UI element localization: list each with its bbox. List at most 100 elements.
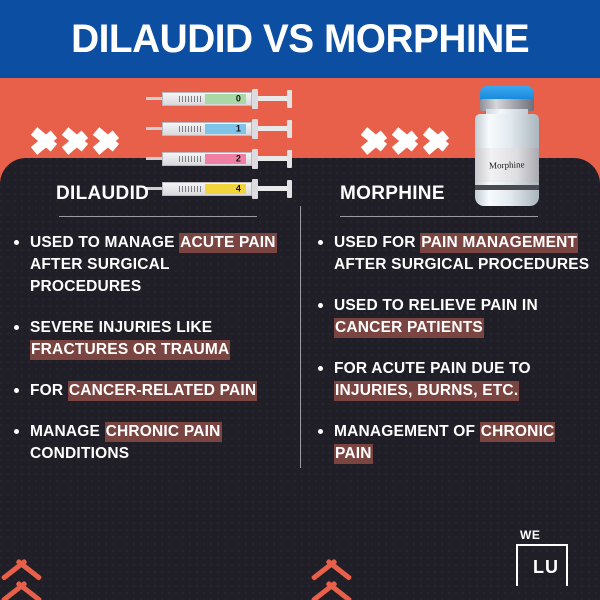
- morphine-vial-image: Morphine: [466, 86, 548, 208]
- syringe-dose: 0: [235, 94, 241, 104]
- divider-rule-left: [59, 216, 257, 217]
- highlighted-term: CANCER PATIENTS: [334, 318, 484, 338]
- plain-text: USED FOR: [334, 234, 421, 251]
- plain-text: AFTER SURGICAL PROCEDURES: [334, 256, 590, 273]
- highlighted-term: FRACTURES OR TRAUMA: [30, 340, 231, 360]
- bullet-dot-icon: [318, 366, 323, 371]
- list-item-text: MANAGE CHRONIC PAIN CONDITIONS: [30, 421, 284, 465]
- syringe-thumb-rest: [287, 180, 292, 198]
- vial-band: [475, 185, 539, 190]
- list-item: USED TO MANAGE ACUTE PAIN AFTER SURGICAL…: [14, 232, 284, 298]
- list-item-text: USED TO MANAGE ACUTE PAIN AFTER SURGICAL…: [30, 232, 284, 298]
- syringe-barcode: [178, 96, 204, 102]
- bullet-dot-icon: [318, 240, 323, 245]
- syringe-dose: 1: [235, 124, 241, 134]
- bullet-list-morphine: USED FOR PAIN MANAGEMENT AFTER SURGICAL …: [318, 232, 590, 484]
- double-chevron-up-icon-left: [0, 550, 46, 594]
- highlighted-term: ACUTE PAIN: [179, 233, 277, 253]
- syringe-dose: 4: [235, 184, 241, 194]
- chevron-right-icon: [34, 118, 60, 164]
- highlighted-term: PAIN MANAGEMENT: [420, 233, 579, 253]
- syringe-barcode: [178, 156, 204, 162]
- chevron-right-icon: [65, 118, 91, 164]
- vial-cap: [480, 86, 534, 102]
- plain-text: MANAGEMENT OF: [334, 423, 480, 440]
- syringe-flange: [252, 89, 258, 109]
- plain-text: AFTER SURGICAL PROCEDURES: [30, 256, 170, 295]
- vial-neck: [486, 109, 528, 117]
- chevron-right-icon: [364, 118, 390, 164]
- syringe-flange: [252, 179, 258, 199]
- syringe-plunger: [258, 126, 292, 131]
- plain-text: MANAGE: [30, 423, 105, 440]
- syringe-barrel: 0: [162, 92, 252, 106]
- bullet-list-dilaudid: USED TO MANAGE ACUTE PAIN AFTER SURGICAL…: [14, 232, 284, 484]
- syringe-dose: 2: [235, 154, 241, 164]
- header-banner: DILAUDID VS MORPHINE: [0, 0, 600, 78]
- syringe-barcode: [178, 126, 204, 132]
- list-item: MANAGEMENT OF CHRONIC PAIN: [318, 421, 590, 465]
- syringe-flange: [252, 119, 258, 139]
- syringe-barcode: [178, 186, 204, 192]
- syringes-image: 0 1 2 4: [146, 88, 292, 206]
- bullet-dot-icon: [14, 388, 19, 393]
- plain-text: USED TO RELIEVE PAIN IN: [334, 297, 538, 314]
- syringe-barrel: 1: [162, 122, 252, 136]
- chevron-right-icon: [426, 118, 452, 164]
- syringe-tip: [146, 127, 164, 130]
- list-item-text: USED FOR PAIN MANAGEMENT AFTER SURGICAL …: [334, 232, 590, 276]
- syringe-label: 0: [205, 94, 246, 104]
- bullet-dot-icon: [14, 240, 19, 245]
- vial-collar: [480, 99, 534, 111]
- list-item-text: FOR ACUTE PAIN DUE TO INJURIES, BURNS, E…: [334, 358, 590, 402]
- syringe-barrel: 4: [162, 182, 252, 196]
- column-title-dilaudid: DILAUDID: [56, 183, 150, 204]
- syringe-thumb-rest: [287, 150, 292, 168]
- list-item: SEVERE INJURIES LIKE FRACTURES OR TRAUMA: [14, 317, 284, 361]
- list-item-text: SEVERE INJURIES LIKE FRACTURES OR TRAUMA: [30, 317, 284, 361]
- list-item: FOR CANCER-RELATED PAIN: [14, 380, 284, 402]
- highlighted-term: CHRONIC PAIN: [104, 422, 222, 442]
- plain-text: USED TO MANAGE: [30, 234, 180, 251]
- chevron-up-icon: [0, 572, 46, 594]
- highlighted-term: CANCER-RELATED PAIN: [67, 381, 258, 401]
- chevron-up-icon: [0, 550, 46, 572]
- column-divider: [300, 206, 301, 468]
- syringe-plunger: [258, 96, 292, 101]
- list-item-text: USED TO RELIEVE PAIN IN CANCER PATIENTS: [334, 295, 590, 339]
- logo-line-2: LU: [530, 557, 562, 578]
- list-item: FOR ACUTE PAIN DUE TO INJURIES, BURNS, E…: [318, 358, 590, 402]
- syringe-tip: [146, 97, 164, 100]
- syringe-label: 2: [205, 154, 246, 164]
- logo-line-1: WE: [520, 528, 541, 542]
- bullet-dot-icon: [318, 429, 323, 434]
- chevron-right-icon: [96, 118, 122, 164]
- list-item: USED FOR PAIN MANAGEMENT AFTER SURGICAL …: [318, 232, 590, 276]
- syringe-icon: 1: [146, 118, 292, 140]
- chevron-up-icon: [306, 550, 356, 572]
- bullet-dot-icon: [14, 429, 19, 434]
- list-item: MANAGE CHRONIC PAIN CONDITIONS: [14, 421, 284, 465]
- list-item-text: MANAGEMENT OF CHRONIC PAIN: [334, 421, 590, 465]
- highlighted-term: INJURIES, BURNS, ETC.: [334, 381, 520, 401]
- syringe-plunger: [258, 156, 292, 161]
- syringe-label: 1: [205, 124, 246, 134]
- plain-text: SEVERE INJURIES LIKE: [30, 319, 213, 336]
- list-item-text: FOR CANCER-RELATED PAIN: [30, 380, 258, 402]
- syringe-flange: [252, 149, 258, 169]
- plain-text: FOR ACUTE PAIN DUE TO: [334, 360, 531, 377]
- syringe-icon: 0: [146, 88, 292, 110]
- chevron-up-icon: [306, 572, 356, 594]
- divider-rule-right: [340, 216, 538, 217]
- bullet-dot-icon: [318, 303, 323, 308]
- page-title: DILAUDID VS MORPHINE: [70, 17, 530, 61]
- logo-box-outline: [516, 544, 568, 586]
- vial-label-text: Morphine: [489, 159, 525, 171]
- syringe-label: 4: [205, 184, 246, 194]
- vial-label: Morphine: [475, 148, 539, 182]
- syringe-icon: 4: [146, 178, 292, 200]
- triple-chevron-right-icon-left: [34, 118, 122, 164]
- plain-text: CONDITIONS: [30, 445, 130, 462]
- plain-text: FOR: [30, 382, 68, 399]
